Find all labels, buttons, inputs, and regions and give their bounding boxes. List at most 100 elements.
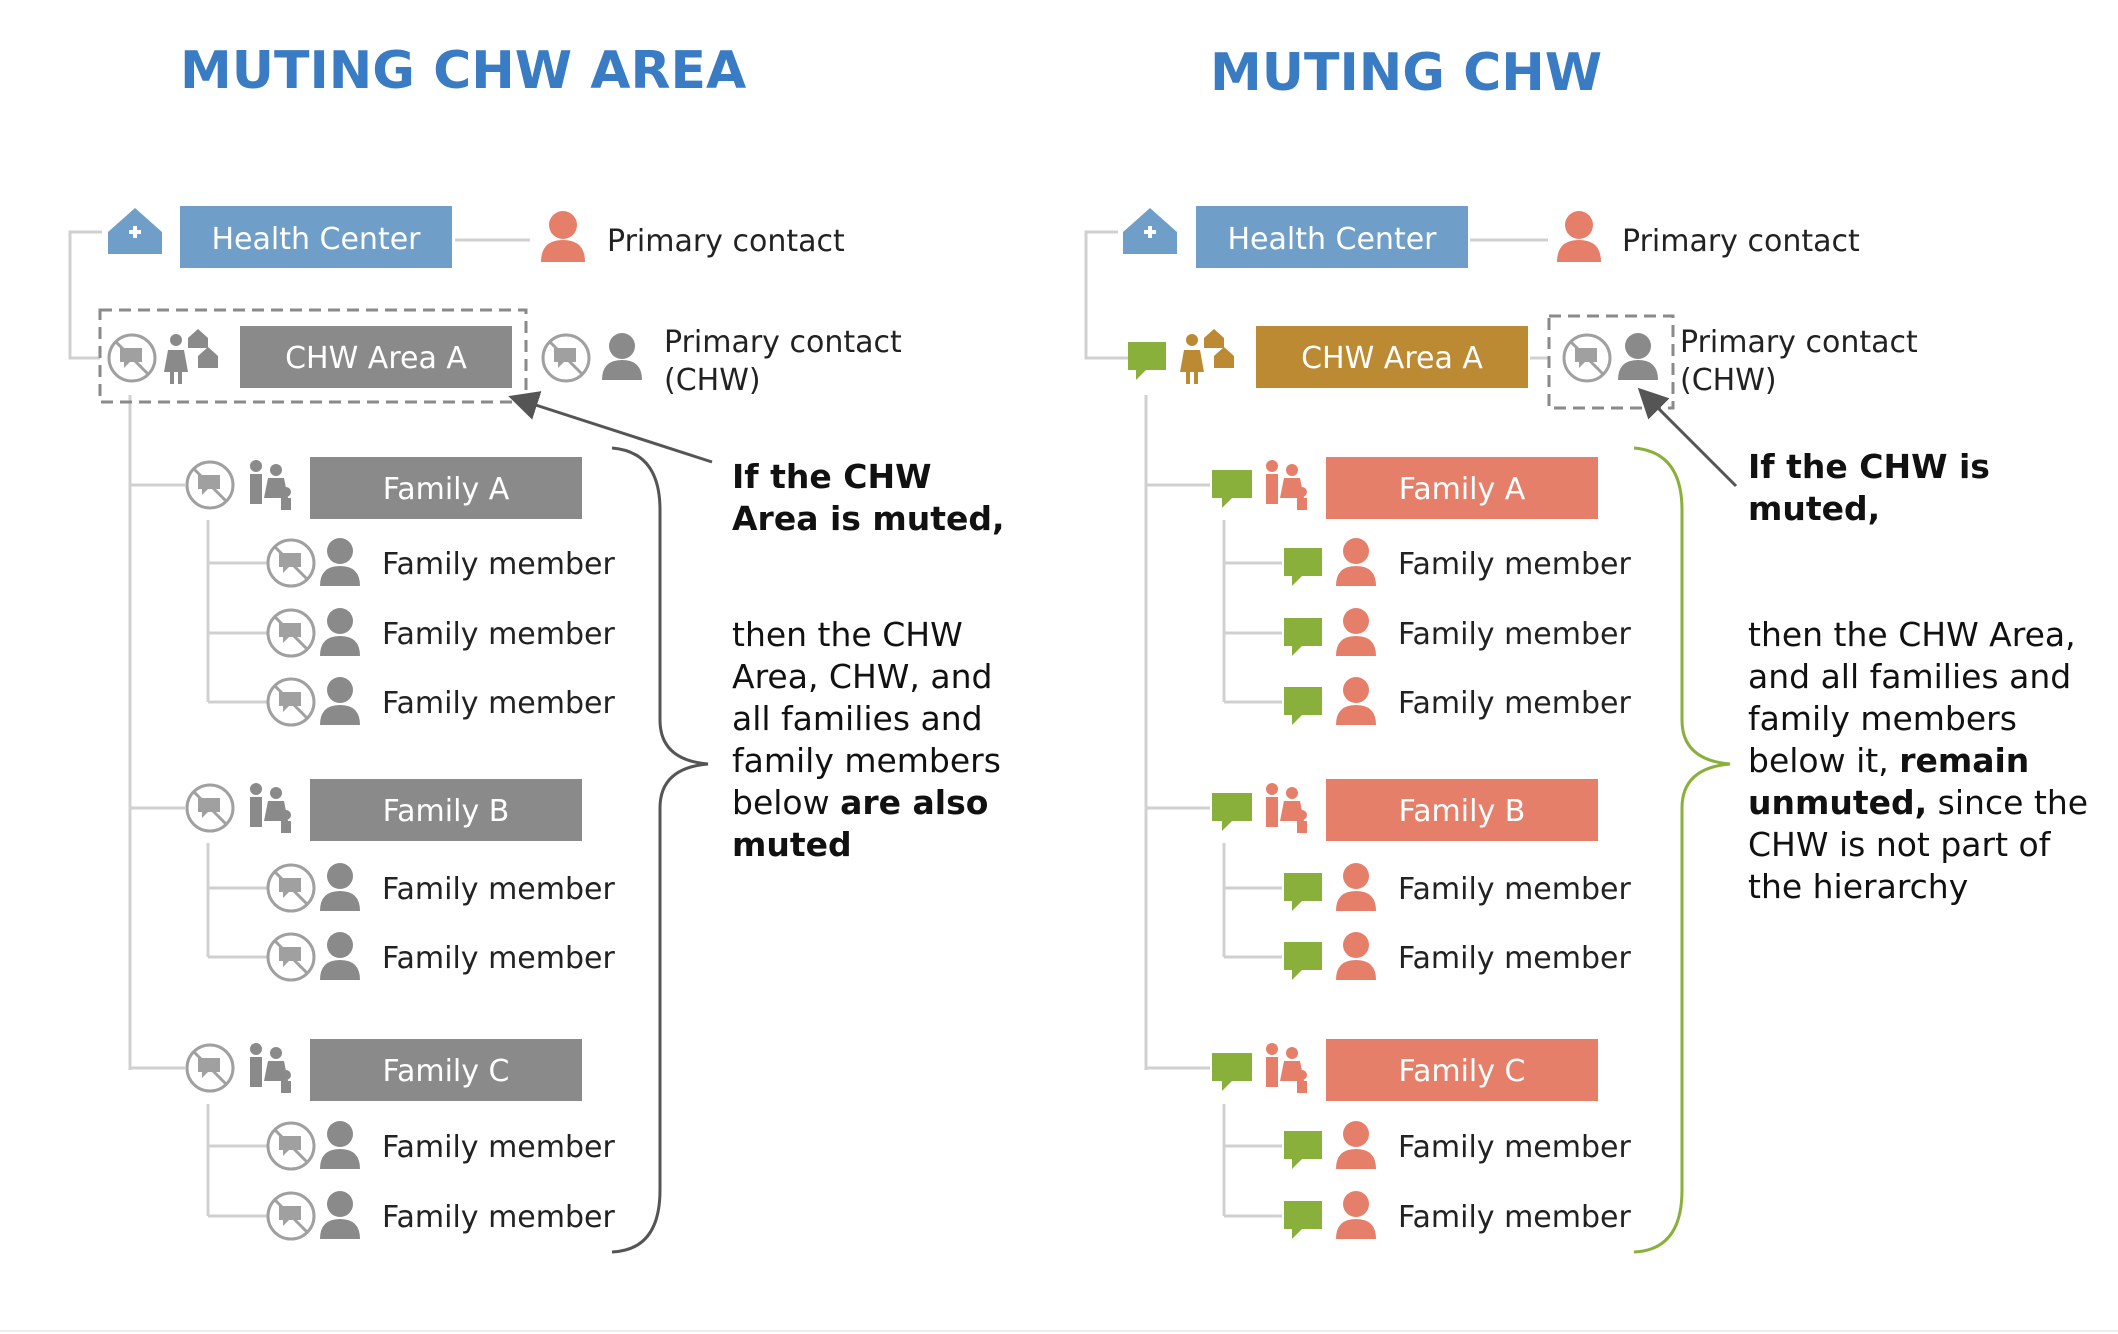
left-family-b-label: Family B xyxy=(383,794,510,829)
left-family-a-muted-icon xyxy=(185,460,235,510)
left-member-label: Family member xyxy=(382,1200,615,1235)
right-chw-muted-icon xyxy=(1562,333,1612,383)
left-chw-area-icon xyxy=(164,329,218,384)
left-member-b1: Family member xyxy=(266,863,615,913)
right-exp-line-6: CHW is not part of xyxy=(1748,825,2052,864)
right-primary-contact-icon xyxy=(1557,211,1601,262)
message-icon xyxy=(1212,1053,1252,1091)
right-explanation: If the CHW is muted, then the CHW Area, … xyxy=(1748,447,2088,906)
left-exp-line-4: family members xyxy=(732,741,1001,780)
left-member-c1: Family member xyxy=(266,1121,615,1171)
left-pointer-arrow xyxy=(508,391,713,464)
right-health-center-box xyxy=(1196,206,1468,268)
left-family-a-box xyxy=(310,457,582,519)
right-chw-area-message-icon xyxy=(1128,342,1166,380)
message-icon xyxy=(1212,470,1252,508)
left-chw-muted-icon xyxy=(541,333,591,383)
right-tree-lines xyxy=(1084,230,1548,1218)
left-tree-lines xyxy=(68,230,530,1218)
right-exp-heading-1: If the CHW is xyxy=(1748,447,1990,486)
left-member-a2: Family member xyxy=(266,608,615,658)
right-brace xyxy=(1633,446,1731,1254)
left-exp-heading-1: If the CHW xyxy=(732,457,932,496)
right-family-c-label: Family C xyxy=(1398,1054,1525,1089)
left-family-b-muted-icon xyxy=(185,783,235,833)
left-family-c-label: Family C xyxy=(382,1054,509,1089)
right-primary-contact-label: Primary contact xyxy=(1622,224,1860,259)
left-health-center-box xyxy=(180,206,452,268)
left-family-c-icon xyxy=(250,1043,291,1093)
right-health-center-icon xyxy=(1123,208,1177,254)
left-member-label: Family member xyxy=(382,1130,615,1165)
left-title: MUTING CHW AREA xyxy=(180,41,746,101)
right-family-a-label: Family A xyxy=(1399,472,1526,507)
right-chw-area-label: CHW Area A xyxy=(1301,341,1483,376)
left-health-center-icon xyxy=(108,208,162,254)
left-member-label: Family member xyxy=(382,941,615,976)
right-panel: MUTING CHW Health Center Prim xyxy=(1084,43,2088,1254)
left-chw-person-icon xyxy=(602,333,642,380)
right-exp-line-5: unmuted, since the xyxy=(1748,783,2088,822)
left-member-c2: Family member xyxy=(266,1191,615,1241)
right-family-c-box xyxy=(1326,1039,1598,1101)
right-member-a1: Family member xyxy=(1284,538,1631,586)
right-exp-line-7: the hierarchy xyxy=(1748,867,1968,906)
left-member-a3: Family member xyxy=(266,677,615,727)
left-primary-contact-icon xyxy=(541,211,585,262)
right-family-c-row: Family C xyxy=(1212,1039,1598,1101)
right-chw-contact-line2: (CHW) xyxy=(1680,363,1777,398)
right-member-label: Family member xyxy=(1398,872,1631,907)
right-exp-line-1: then the CHW Area, xyxy=(1748,615,2076,654)
right-family-c-icon xyxy=(1266,1043,1307,1093)
right-family-b-label: Family B xyxy=(1399,794,1526,829)
left-chw-area-muted-icon xyxy=(107,333,157,383)
left-muted-selection-box xyxy=(98,308,528,404)
right-health-center-label: Health Center xyxy=(1227,222,1437,257)
right-member-label: Family member xyxy=(1398,547,1631,582)
right-chw-area-box xyxy=(1256,326,1528,388)
right-chw-person-icon xyxy=(1618,333,1658,380)
left-member-label: Family member xyxy=(382,686,615,721)
left-primary-contact-label: Primary contact xyxy=(607,224,845,259)
right-family-a-row: Family A xyxy=(1212,457,1598,519)
left-chw-area-box xyxy=(240,326,512,388)
left-exp-line-6: muted xyxy=(732,825,852,864)
left-chw-contact-line1: Primary contact xyxy=(664,325,902,360)
right-pointer-arrow xyxy=(1637,387,1738,488)
left-member-label: Family member xyxy=(382,617,615,652)
left-chw-contact-line2: (CHW) xyxy=(664,363,761,398)
right-member-a2: Family member xyxy=(1284,608,1631,656)
right-family-a-box xyxy=(1326,457,1598,519)
right-member-label: Family member xyxy=(1398,686,1631,721)
left-exp-heading-2: Area is muted, xyxy=(732,499,1005,538)
right-member-label: Family member xyxy=(1398,1200,1631,1235)
right-family-b-row: Family B xyxy=(1212,779,1598,841)
message-icon xyxy=(1212,793,1252,831)
left-exp-line-1: then the CHW xyxy=(732,615,963,654)
left-member-label: Family member xyxy=(382,547,615,582)
right-exp-line-4: below it, remain xyxy=(1748,741,2029,780)
right-member-label: Family member xyxy=(1398,941,1631,976)
left-family-b-row: Family B xyxy=(185,779,582,841)
left-family-c-box xyxy=(310,1039,582,1101)
left-member-b2: Family member xyxy=(266,932,615,982)
left-exp-line-2: Area, CHW, and xyxy=(732,657,992,696)
left-exp-line-5: below are also xyxy=(732,783,988,822)
right-member-label: Family member xyxy=(1398,1130,1631,1165)
right-exp-line-2: and all families and xyxy=(1748,657,2071,696)
right-member-b1: Family member xyxy=(1284,863,1631,911)
left-panel: MUTING CHW AREA Health Center xyxy=(68,41,1005,1254)
right-chw-contact-line1: Primary contact xyxy=(1680,325,1918,360)
left-family-c-row: Family C xyxy=(185,1039,582,1101)
left-exp-line-3: all families and xyxy=(732,699,983,738)
left-member-a1: Family member xyxy=(266,538,615,588)
right-family-b-icon xyxy=(1266,783,1307,833)
right-family-b-box xyxy=(1326,779,1598,841)
left-health-center-label: Health Center xyxy=(211,222,421,257)
left-chw-area-label: CHW Area A xyxy=(285,341,467,376)
left-family-a-label: Family A xyxy=(383,472,510,507)
left-family-c-muted-icon xyxy=(185,1043,235,1093)
right-member-c2: Family member xyxy=(1284,1191,1631,1239)
right-exp-line-3: family members xyxy=(1748,699,2017,738)
